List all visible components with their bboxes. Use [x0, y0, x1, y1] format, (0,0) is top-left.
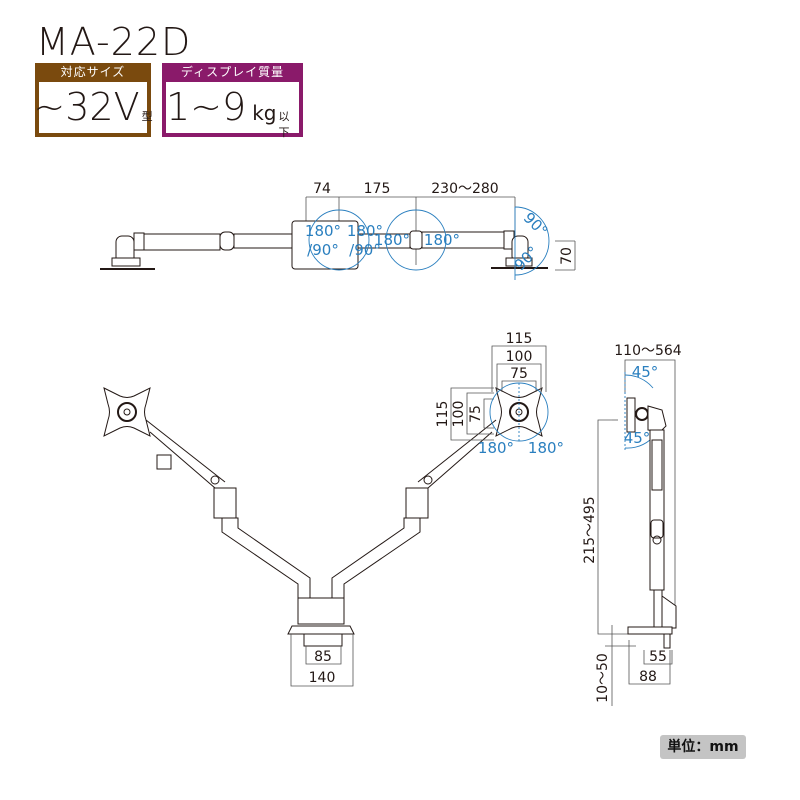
left-vesa-plate — [103, 387, 151, 437]
angle-label: 180° — [478, 439, 514, 457]
size-spec-value-area: ~32V 型 — [33, 82, 153, 133]
side-view-dimension-lines — [597, 359, 676, 706]
dim-height: 215〜495 — [582, 496, 598, 563]
top-view-arm-1 — [143, 233, 221, 251]
left-arm-lower — [213, 487, 311, 599]
right-arm-lower — [331, 487, 429, 599]
weight-spec-header: ディスプレイ質量 — [180, 65, 285, 79]
weight-spec-box: ディスプレイ質量 1~9 kg 以下 — [162, 63, 303, 139]
dim-top-230-280: 230〜280 — [431, 181, 498, 197]
weight-spec-value: 1~9 — [166, 85, 247, 129]
top-view-left-clamp — [100, 232, 155, 270]
top-view-joint-2 — [409, 230, 423, 250]
side-view-tilt — [624, 372, 654, 452]
front-view-labels: 115 100 75 115 100 75 180° 180° 85 140 — [309, 331, 564, 686]
dim-side-88: 88 — [639, 669, 657, 685]
dim-clamp-thickness: 10〜50 — [595, 653, 611, 703]
side-view-pole — [627, 429, 677, 649]
angle-label: /90° — [349, 241, 381, 259]
angle-label: 90° — [520, 209, 552, 241]
dim-base-85: 85 — [314, 649, 332, 665]
angle-label: 180° — [305, 222, 341, 240]
base-dimension-lines — [290, 634, 354, 687]
unit-label: 単位：mm — [660, 735, 746, 759]
top-view-joint-1 — [219, 231, 235, 251]
top-view — [100, 196, 576, 280]
angle-label: 180° — [347, 222, 383, 240]
dim-side-55: 55 — [649, 649, 667, 665]
top-view-rotation-circles — [308, 206, 550, 280]
size-spec-value: ~32V — [33, 85, 140, 129]
size-spec-box: 対応サイズ ~32V 型 — [33, 63, 153, 137]
angle-label: /90° — [307, 241, 339, 259]
dim-vesa-h-100: 100 — [506, 349, 533, 365]
right-arm-upper — [417, 419, 497, 489]
model-title: MA-22D — [36, 20, 192, 64]
side-view-labels: 110〜564 45° 45° 215〜495 10〜50 55 88 — [582, 343, 682, 703]
dim-top-70: 70 — [559, 247, 575, 265]
vesa-rotation — [489, 382, 549, 442]
angle-label: 45° — [632, 363, 659, 381]
size-spec-header: 対応サイズ — [60, 65, 126, 79]
dim-vesa-h-115: 115 — [506, 331, 533, 347]
angle-label: 45° — [624, 429, 651, 447]
weight-spec-value-area: 1~9 kg 以下 — [166, 82, 299, 139]
side-view-mount — [626, 397, 667, 433]
weight-spec-suffix: 以下 — [278, 110, 290, 139]
size-spec-suffix: 型 — [141, 110, 153, 123]
angle-label: 180° — [528, 439, 564, 457]
angle-label: 180° — [424, 231, 460, 249]
weight-spec-unit: kg — [252, 101, 277, 125]
dim-vesa-v-115: 115 — [435, 401, 451, 428]
dim-top-74: 74 — [313, 181, 331, 197]
front-view-base — [287, 597, 355, 647]
left-arm-upper — [145, 419, 226, 489]
dim-vesa-v-100: 100 — [451, 401, 467, 428]
dim-reach: 110〜564 — [614, 343, 682, 359]
dim-top-175: 175 — [364, 181, 391, 197]
side-view — [597, 359, 677, 706]
angle-label: 180° — [374, 231, 410, 249]
dim-vesa-v-75: 75 — [468, 405, 484, 423]
top-view-right-clamp — [491, 230, 548, 269]
dim-base-140: 140 — [309, 670, 336, 686]
vesa-dimension-lines — [450, 345, 547, 441]
dim-vesa-h-75: 75 — [510, 366, 528, 382]
front-view — [103, 345, 549, 687]
